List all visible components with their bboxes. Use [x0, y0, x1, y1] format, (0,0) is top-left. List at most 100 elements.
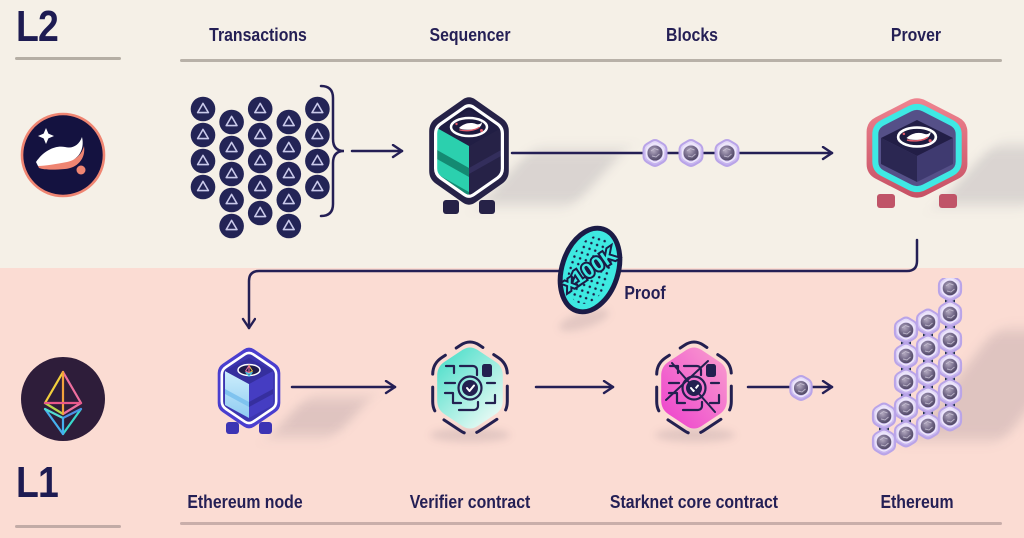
sequencer-box-icon [429, 97, 509, 214]
transaction-icon [247, 200, 273, 226]
proof-label: Proof [624, 283, 666, 303]
column-header-ethereum-node: Ethereum node [187, 492, 303, 512]
triangle-icon [311, 102, 324, 114]
column-header-transactions: Transactions [209, 25, 307, 45]
transaction-icon [219, 187, 244, 213]
sparkle-icon [38, 128, 54, 144]
triangle-icon [254, 206, 267, 218]
triangle-icon [282, 167, 295, 179]
transaction-icon [219, 109, 244, 135]
l1-section-background [0, 268, 1024, 538]
triangle-icon [254, 128, 267, 140]
transaction-icon [247, 174, 273, 200]
transaction-icon [190, 122, 216, 148]
l2-label: L2 [16, 2, 59, 51]
proof-coin-icon: x100K [556, 225, 624, 315]
ethereum-logo-icon [21, 357, 105, 441]
transaction-icon [276, 213, 302, 239]
triangle-icon [282, 193, 295, 205]
triangle-icon [254, 154, 267, 166]
column-header-sequencer: Sequencer [429, 25, 511, 45]
triangle-icon [254, 102, 267, 114]
transaction-icon [305, 174, 330, 200]
l2-section-background [0, 0, 1024, 268]
triangle-icon [196, 102, 210, 114]
column-header-starknet-core-contract: Starknet core contract [609, 492, 779, 512]
block-core-icon [920, 366, 936, 382]
block-core-icon [719, 145, 735, 161]
core-contract-shadow [655, 428, 735, 442]
verifier-contract-hexagon-icon [431, 340, 509, 436]
starknet-logo-icon [20, 112, 106, 198]
l2-underline [15, 57, 121, 60]
column-header-ethereum: Ethereum [880, 492, 954, 512]
blocks-chain [642, 139, 740, 167]
l2-header-underline [180, 59, 1002, 62]
transaction-icon [190, 148, 216, 174]
triangle-icon [196, 154, 210, 166]
block-core-icon [942, 358, 958, 374]
block-core-icon [920, 314, 936, 330]
block-core-icon [898, 400, 914, 416]
block-core-icon [898, 374, 914, 390]
verifier-shadow [430, 428, 510, 442]
l1-header-underline [180, 522, 1002, 525]
transaction-icon [247, 96, 273, 122]
transaction-icon [276, 135, 302, 161]
transaction-icon [305, 96, 330, 122]
triangle-icon [311, 180, 324, 192]
transaction-icon [190, 174, 216, 200]
transaction-icon [219, 213, 244, 239]
l1-label: L1 [16, 458, 59, 507]
triangle-icon [225, 141, 238, 153]
block-core-icon [647, 145, 663, 161]
transaction-icon [219, 161, 244, 187]
block-core-icon [942, 410, 958, 426]
transactions-grid [190, 96, 330, 239]
triangle-icon [196, 180, 210, 192]
block-core-icon [898, 348, 914, 364]
transaction-icon [190, 96, 216, 122]
triangle-icon [254, 180, 267, 192]
column-header-verifier-contract: Verifier contract [409, 492, 531, 512]
transaction-icon [276, 109, 302, 135]
triangle-icon [282, 115, 295, 127]
ethereum-node-box-icon [217, 347, 281, 434]
block-core-icon [898, 426, 914, 442]
triangle-icon [196, 128, 210, 140]
block-core-icon [898, 322, 914, 338]
transaction-icon [219, 135, 244, 161]
transaction-icon [247, 122, 273, 148]
block-core-icon [942, 384, 958, 400]
transaction-icon [276, 187, 302, 213]
block-core-icon [876, 408, 892, 424]
block-core-icon [942, 306, 958, 322]
block-core-icon [683, 145, 699, 161]
triangle-icon [311, 154, 324, 166]
block-core-icon [793, 380, 809, 396]
column-header-blocks: Blocks [666, 25, 718, 45]
block-hexagon-icon [789, 375, 813, 401]
transaction-icon [276, 161, 302, 187]
starknet-core-contract-hexagon-icon [655, 340, 733, 436]
block-core-icon [920, 392, 936, 408]
triangle-icon [282, 219, 295, 231]
block-core-icon [942, 280, 958, 296]
triangle-icon [225, 167, 238, 179]
prover-box-icon [866, 98, 968, 208]
block-core-icon [920, 340, 936, 356]
triangle-icon [225, 219, 238, 231]
triangle-icon [225, 115, 238, 127]
l1-underline [15, 525, 121, 528]
transaction-icon [305, 148, 330, 174]
block-core-icon [876, 434, 892, 450]
transaction-icon [305, 122, 330, 148]
column-header-prover: Prover [890, 25, 942, 45]
ethereum-block-stack-icon [871, 278, 963, 456]
block-core-icon [942, 332, 958, 348]
transactions-brace [319, 84, 345, 218]
triangle-icon [282, 141, 295, 153]
triangle-icon [311, 128, 324, 140]
triangle-icon [225, 193, 238, 205]
